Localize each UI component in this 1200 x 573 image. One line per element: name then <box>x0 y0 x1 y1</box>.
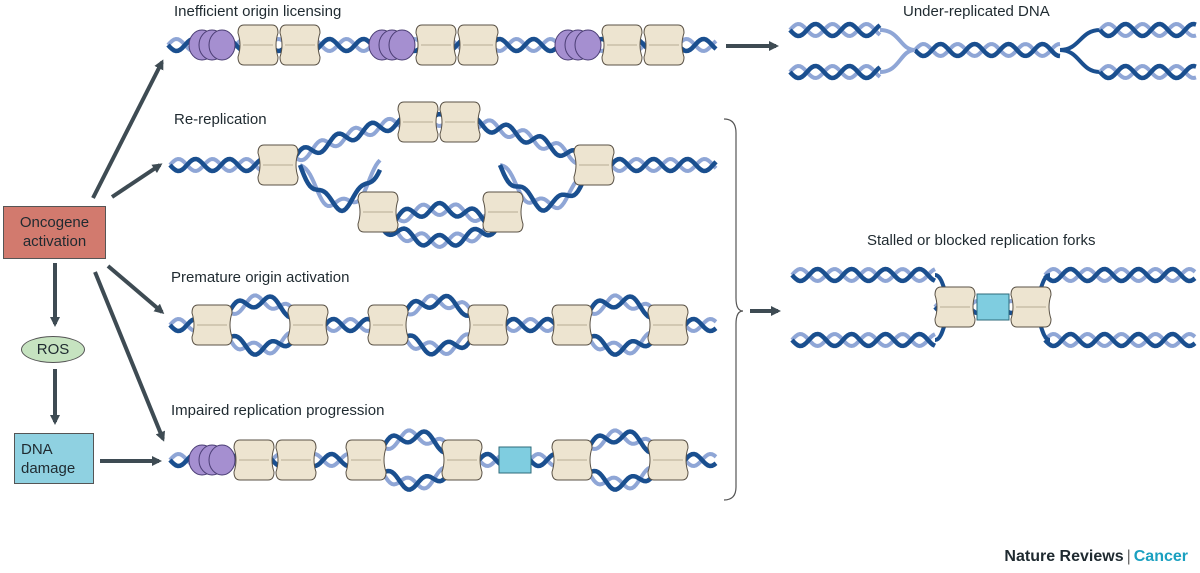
dna-strand-dark <box>790 331 937 349</box>
dna-damage-line-1: DNA <box>21 441 53 458</box>
arrow-to-premature <box>106 264 165 314</box>
dna-strand-light <box>1043 331 1197 349</box>
arrow-to-rereplication <box>110 163 163 199</box>
dna-strand-light <box>879 48 916 74</box>
grouping-bracket <box>723 118 744 501</box>
label-premature-origin-activation: Premature origin activation <box>171 269 350 286</box>
label-stalled-forks: Stalled or blocked replication forks <box>867 232 1096 249</box>
dna-strand-dark <box>1043 331 1197 349</box>
dna-damage-line-2: damage <box>21 460 76 477</box>
dna-strand-dark <box>1059 28 1101 52</box>
dna-damage-box: DNA damage <box>14 433 94 484</box>
dna-strand-dark <box>788 63 882 81</box>
protein-complexes <box>188 24 1052 481</box>
dna-strand-light <box>378 202 502 228</box>
orc-complex <box>208 29 236 61</box>
label-under-replicated-dna: Under-replicated DNA <box>903 3 1050 20</box>
journal-credit: Nature Reviews|Cancer <box>1004 548 1188 566</box>
dna-strand-dark <box>1059 48 1101 74</box>
dna-strand-light <box>378 220 502 250</box>
blocking-lesion <box>976 293 1010 321</box>
ros-node: ROS <box>21 336 85 363</box>
dna-strand-dark <box>592 156 718 174</box>
journal-name: Nature Reviews <box>1004 548 1124 565</box>
dna-strand-dark <box>913 41 1061 59</box>
journal-section: Cancer <box>1133 548 1188 565</box>
dna-strand-dark <box>1098 63 1197 81</box>
orc-complex <box>388 29 416 61</box>
dna-strand-dark <box>790 266 937 284</box>
oncogene-line-1: Oncogene <box>19 214 90 231</box>
dna-strand-light <box>879 28 916 52</box>
dna-strands <box>166 21 1197 492</box>
blocking-lesion <box>498 446 532 474</box>
orc-complex <box>574 29 602 61</box>
arrow-to-impaired <box>93 271 165 442</box>
dna-strand-dark <box>1043 266 1197 284</box>
orc-complex <box>208 444 236 476</box>
credit-separator: | <box>1126 548 1131 565</box>
oncogene-activation-box: Oncogene activation <box>3 206 106 259</box>
label-impaired-replication-progression: Impaired replication progression <box>171 402 385 419</box>
dna-strand-light <box>788 21 882 39</box>
dna-strand-dark <box>378 200 502 231</box>
dna-strand-light <box>1043 266 1197 284</box>
dna-strand-dark <box>497 157 596 213</box>
dna-strand-light <box>299 158 382 208</box>
oncogene-line-2: activation <box>22 233 87 250</box>
label-re-replication: Re-replication <box>174 111 267 128</box>
dna-strand-light <box>788 63 882 81</box>
dna-strand-light <box>913 41 1061 59</box>
arrows <box>50 41 781 501</box>
dna-strand-dark <box>1098 21 1197 39</box>
dna-strand-dark <box>378 222 502 248</box>
dna-strand-dark <box>297 164 383 214</box>
dna-strand-dark <box>788 21 882 39</box>
arrow-to-licensing <box>91 59 164 199</box>
ros-label: ROS <box>36 341 70 358</box>
label-inefficient-origin-licensing: Inefficient origin licensing <box>174 3 342 20</box>
